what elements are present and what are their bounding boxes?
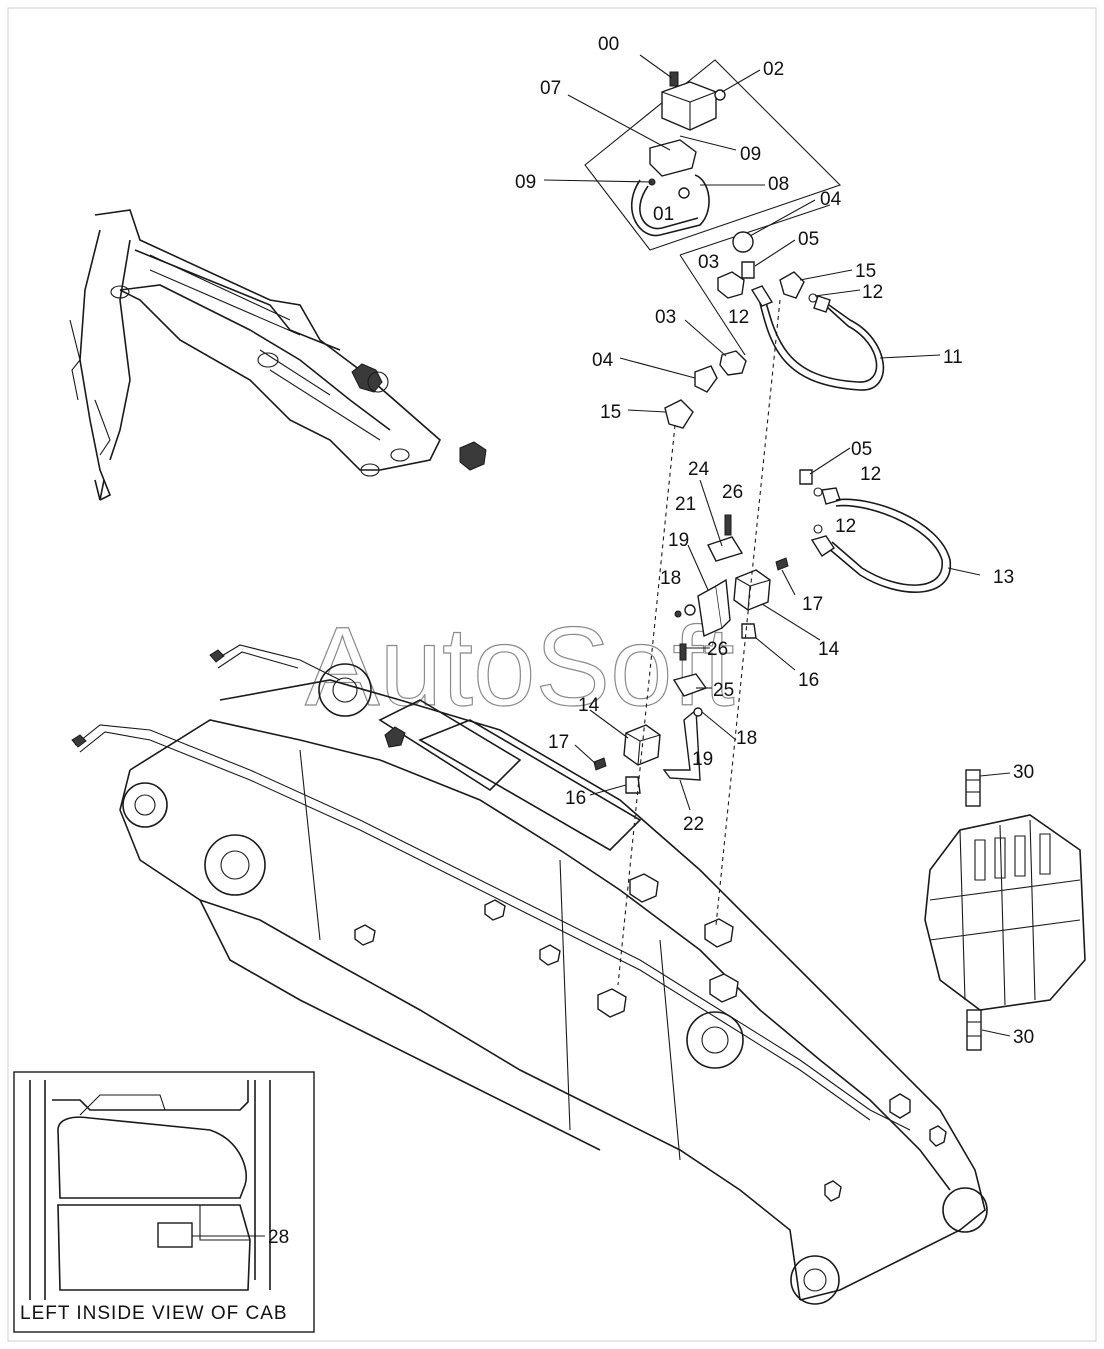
cab-inset-caption: LEFT INSIDE VIEW OF CAB	[20, 1303, 288, 1324]
callout-22: 22	[683, 814, 704, 835]
excavator-overview-drawing	[69, 209, 487, 501]
callout-30-upper: 30	[1013, 762, 1034, 783]
callout-04-lower: 04	[592, 350, 614, 371]
callout-09-upper: 09	[740, 144, 761, 165]
watermark-text: AutoSoft	[305, 604, 735, 729]
callout-14-upper: 14	[818, 639, 840, 660]
callout-05-lower: 05	[851, 439, 872, 460]
callout-15-lower: 15	[600, 402, 621, 423]
callout-19-lower: 19	[692, 749, 713, 770]
boom-assembly-drawing	[71, 644, 988, 1305]
callout-28: 28	[268, 1227, 289, 1248]
callout-12-right: 12	[862, 282, 883, 303]
callout-18-lower: 18	[736, 728, 757, 749]
callout-11: 11	[943, 347, 963, 368]
callout-18-upper: 18	[660, 568, 681, 589]
callout-17-right: 17	[802, 594, 823, 615]
cab-inset-frame	[13, 1071, 315, 1333]
callout-02: 02	[763, 59, 784, 80]
callout-15-upper: 15	[855, 261, 876, 282]
callout-17-left: 17	[548, 732, 569, 753]
callout-16-lower: 16	[565, 788, 586, 809]
callout-12-lower: 12	[860, 464, 881, 485]
callout-14-lower: 14	[578, 695, 600, 716]
exploded-parts-group	[584, 59, 951, 986]
callout-labels: 00 02 07 09 09 08 01 04 05 03 15 12 12 1…	[515, 34, 1034, 1048]
control-valve-drawing	[924, 769, 1086, 1051]
callout-03-lower: 03	[655, 307, 676, 328]
callout-leaders	[543, 54, 1011, 1037]
callout-03-upper: 03	[698, 252, 719, 273]
callout-00: 00	[598, 34, 619, 55]
callout-08: 08	[768, 174, 789, 195]
drawing-frame	[7, 7, 1097, 1342]
callout-05-upper: 05	[798, 229, 819, 250]
callout-07: 07	[540, 78, 561, 99]
part-28-box	[157, 1222, 193, 1248]
callout-25: 25	[713, 680, 734, 701]
callout-13: 13	[993, 567, 1014, 588]
callout-16-upper: 16	[798, 670, 819, 691]
callout-21: 21	[675, 494, 696, 515]
callout-26-upper: 26	[722, 482, 743, 503]
callout-30-lower: 30	[1013, 1027, 1034, 1048]
callout-09-left: 09	[515, 172, 536, 193]
callout-12-center: 12	[728, 307, 749, 328]
callout-24: 24	[688, 459, 710, 480]
callout-19-upper: 19	[668, 530, 689, 551]
callout-01: 01	[653, 204, 674, 225]
cab-inset: 28 LEFT INSIDE VIEW OF CAB	[13, 1071, 315, 1333]
callout-04-upper: 04	[820, 189, 842, 210]
callout-12-hose13: 12	[835, 516, 856, 537]
callout-26-lower: 26	[707, 639, 728, 660]
